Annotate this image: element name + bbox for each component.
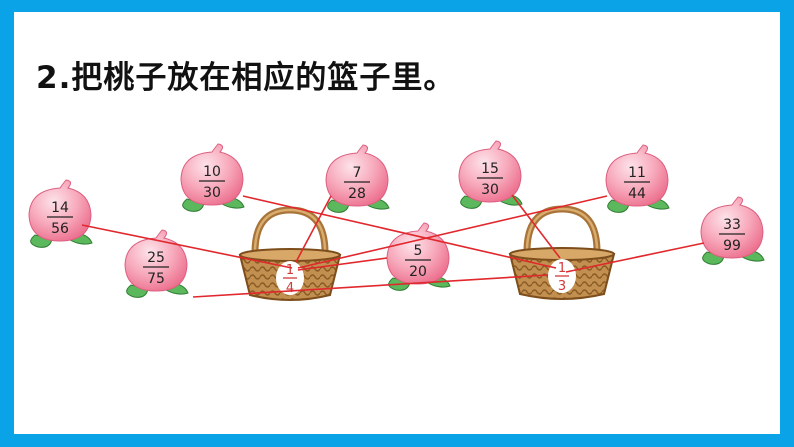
peach-11-44[interactable]: 11 44	[605, 144, 670, 213]
basket-denominator: 4	[286, 281, 294, 296]
basket-label: 1 3	[555, 261, 569, 294]
peach-numerator: 7	[353, 165, 362, 181]
peach-numerator: 33	[723, 217, 741, 233]
answer-line	[297, 195, 608, 269]
peach-14-56[interactable]: 14 56	[28, 179, 93, 248]
basket-numerator: 1	[286, 263, 294, 278]
answer-line	[192, 274, 549, 298]
answer-line	[81, 224, 293, 269]
peach-numerator: 15	[481, 161, 499, 177]
peach-7-28[interactable]: 7 28	[325, 144, 390, 213]
answer-line	[565, 242, 705, 273]
answer-line	[297, 257, 388, 271]
basket-label: 1 4	[283, 263, 297, 296]
peach-25-75[interactable]: 25 75	[124, 229, 189, 298]
basket-one-quarter[interactable]: 1 4	[238, 206, 342, 301]
peach-numerator: 25	[147, 250, 165, 266]
answer-line	[295, 195, 332, 263]
peach-numerator: 14	[51, 200, 69, 216]
peach-numerator: 11	[628, 165, 646, 181]
peach-denominator: 56	[51, 221, 69, 237]
peach-numerator: 10	[203, 164, 221, 180]
basket-one-third[interactable]: 1 3	[508, 205, 616, 300]
peach-denominator: 99	[723, 238, 741, 254]
peach-denominator: 28	[348, 186, 366, 202]
peach-5-20[interactable]: 5 20	[386, 222, 451, 291]
basket-numerator: 1	[558, 261, 566, 276]
peach-numerator: 5	[414, 243, 423, 259]
peach-33-99[interactable]: 33 99	[700, 196, 765, 265]
exercise-title: 2.把桃子放在相应的篮子里。	[36, 60, 456, 96]
peach-denominator: 44	[628, 186, 646, 202]
answer-line	[242, 195, 557, 269]
basket-denominator: 3	[558, 279, 566, 294]
peach-15-30[interactable]: 15 30	[458, 140, 523, 209]
peach-denominator: 20	[409, 264, 427, 280]
peach-10-30[interactable]: 10 30	[180, 143, 245, 212]
peach-denominator: 30	[481, 182, 499, 198]
answer-lines	[81, 194, 705, 298]
peach-denominator: 75	[147, 271, 165, 287]
answer-line	[511, 194, 561, 259]
peach-denominator: 30	[203, 185, 221, 201]
worksheet-slide: 2.把桃子放在相应的篮子里。	[14, 12, 780, 434]
